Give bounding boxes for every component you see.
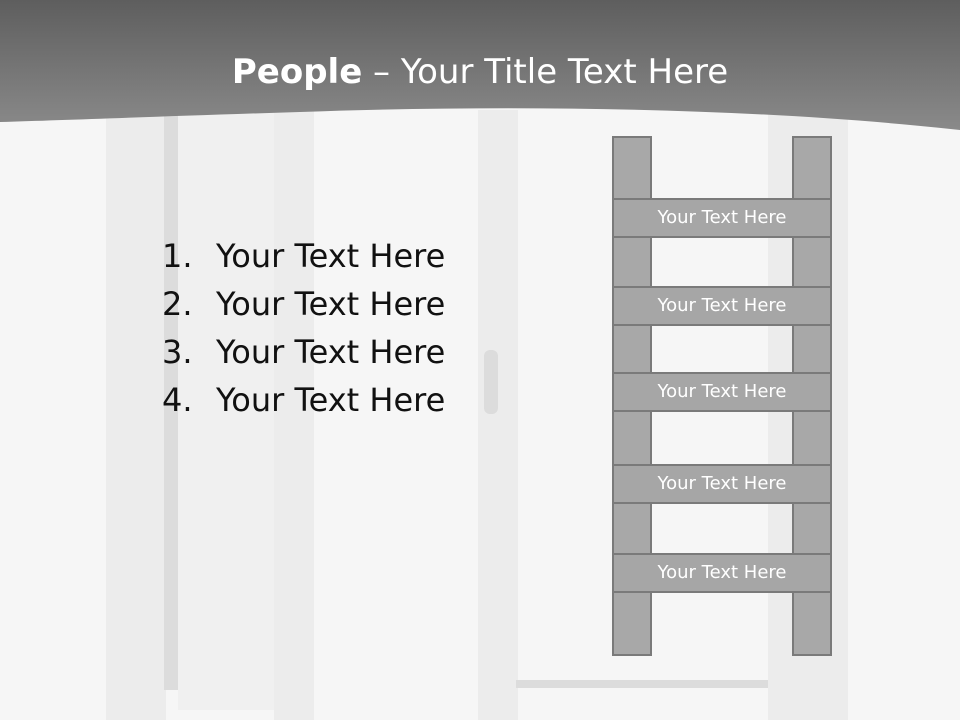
- header-banner: [0, 0, 960, 130]
- ladder-rung-3: Your Text Here: [612, 372, 832, 412]
- list-item-text: Your Text Here: [216, 237, 446, 275]
- window-sill: [516, 680, 776, 688]
- numbered-list: 1. Your Text Here 2. Your Text Here 3. Your…: [162, 234, 445, 426]
- ladder-rung-5: Your Text Here: [612, 553, 832, 593]
- ladder-rung-2: Your Text Here: [612, 286, 832, 326]
- page-title: People – Your Title Text Here: [0, 52, 960, 92]
- window-handle: [484, 350, 498, 414]
- window-frame-left: [106, 110, 166, 720]
- window-mullion: [274, 110, 314, 720]
- list-item-number: 2.: [162, 285, 193, 323]
- ladder-rung-1: Your Text Here: [612, 198, 832, 238]
- list-item-number: 1.: [162, 237, 193, 275]
- list-item-number: 4.: [162, 381, 193, 419]
- title-rest: – Your Title Text Here: [362, 52, 729, 92]
- title-bold: People: [231, 52, 363, 92]
- window-frame-right: [478, 110, 518, 720]
- header-wave-shape: [0, 0, 960, 130]
- list-item-text: Your Text Here: [216, 285, 446, 323]
- list-item: 4. Your Text Here: [162, 378, 445, 426]
- ladder-rung-4: Your Text Here: [612, 464, 832, 504]
- list-item: 2. Your Text Here: [162, 282, 445, 330]
- list-item-number: 3.: [162, 333, 193, 371]
- window-frame-left-edge: [164, 110, 178, 690]
- window-pane-left: [178, 110, 274, 710]
- list-item-text: Your Text Here: [216, 381, 446, 419]
- list-item-text: Your Text Here: [216, 333, 446, 371]
- list-item: 3. Your Text Here: [162, 330, 445, 378]
- list-item: 1. Your Text Here: [162, 234, 445, 282]
